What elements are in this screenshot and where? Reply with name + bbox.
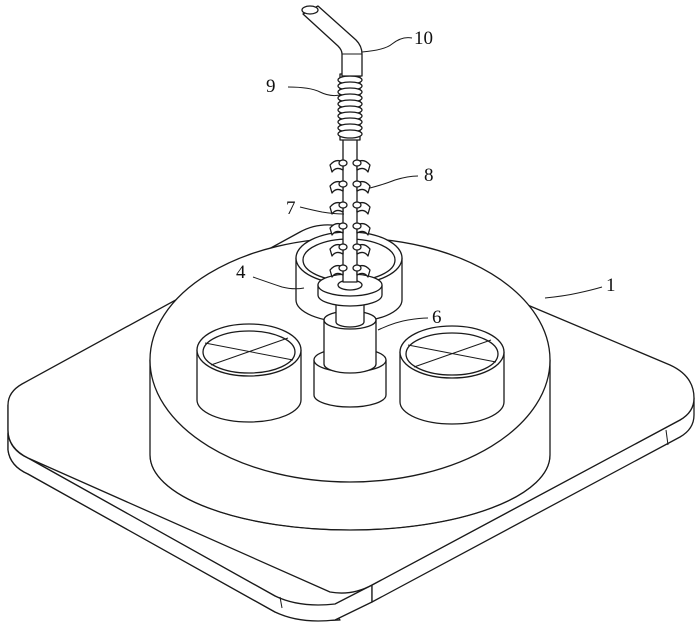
label-rotary-disc: 4 [236, 262, 246, 283]
nozzle-row-4 [329, 222, 371, 236]
label-guide-rod: 7 [286, 198, 296, 219]
leader-lines [252, 37, 603, 331]
nozzle-row-3 [329, 201, 371, 215]
left-cup [196, 323, 302, 423]
right-cup [399, 325, 505, 425]
label-nozzle-group: 8 [424, 165, 434, 186]
label-base-plate: 1 [606, 275, 616, 296]
inlet-pipe [301, 5, 363, 77]
nozzle-row-6 [329, 264, 371, 278]
label-inlet-pipe: 10 [414, 28, 433, 49]
label-spring: 9 [266, 76, 276, 97]
label-support-column: 6 [432, 307, 442, 328]
nozzle-row-2 [329, 180, 371, 194]
nozzle-row-1 [329, 159, 371, 173]
part-labels: 10 9 8 7 4 6 1 [236, 28, 616, 328]
nozzle-row-5 [329, 243, 371, 257]
nozzle-group [329, 159, 371, 278]
support-column [313, 273, 387, 408]
spring [337, 73, 363, 141]
